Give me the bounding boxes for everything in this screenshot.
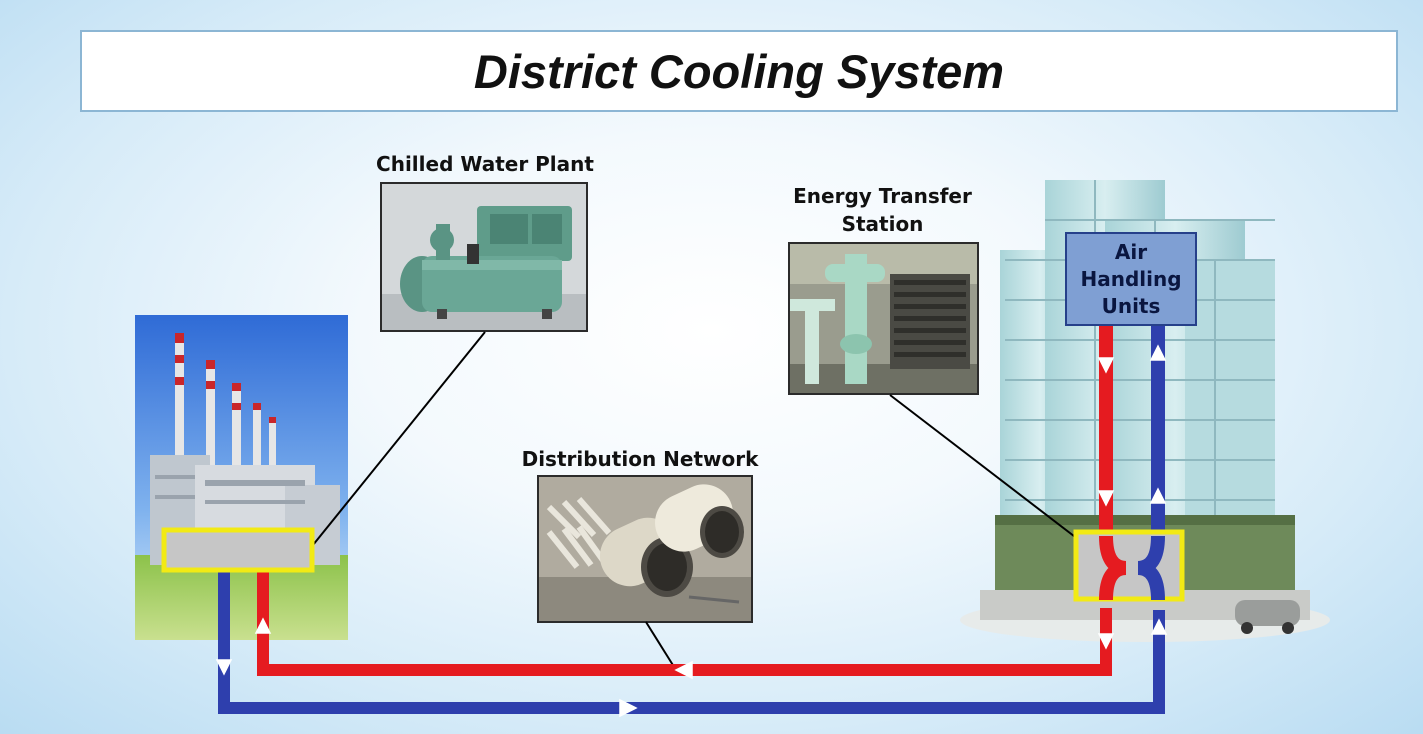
arrow-return-up-left bbox=[254, 617, 272, 634]
distribution-network-image bbox=[537, 475, 753, 623]
leader-line-energy-transfer-station bbox=[889, 394, 1084, 544]
title-box: District Cooling System bbox=[80, 30, 1398, 112]
arrow-return-left bbox=[674, 660, 693, 680]
arrow-supply-up-riser-mid bbox=[1149, 487, 1167, 504]
ahu-label-line1: Air bbox=[1114, 239, 1148, 264]
arrow-supply-right bbox=[619, 698, 638, 718]
energy-transfer-station-image bbox=[788, 242, 979, 395]
leader-line-distribution-network bbox=[645, 621, 677, 671]
energy-transfer-station-label: Energy Transfer Station bbox=[770, 182, 995, 238]
leader-line-chilled-water-plant bbox=[312, 331, 486, 546]
ahu-label-line3: Units bbox=[1101, 293, 1161, 318]
arrow-return-down-riser-top bbox=[1097, 357, 1115, 374]
supply-pipe-loop bbox=[218, 572, 1165, 714]
return-pipe-loop bbox=[257, 572, 1112, 676]
arrow-return-down-riser-mid bbox=[1097, 490, 1115, 507]
energy-transfer-station-label-line2: Station bbox=[841, 212, 924, 236]
distribution-network-label: Distribution Network bbox=[521, 447, 759, 471]
ets-connection-box bbox=[1073, 529, 1185, 602]
ets-return-bend bbox=[1099, 535, 1127, 601]
ets-supply-bend bbox=[1137, 535, 1165, 601]
air-handling-units-box: Air Handling Units bbox=[1065, 232, 1197, 326]
diagram-title: District Cooling System bbox=[473, 44, 1005, 98]
chilled-water-plant-label: Chilled Water Plant bbox=[376, 152, 594, 176]
arrow-supply-up-right bbox=[1150, 618, 1168, 635]
energy-transfer-station-label-line1: Energy Transfer bbox=[793, 184, 972, 208]
arrow-supply-up-riser-top bbox=[1149, 344, 1167, 361]
plant-connection-box bbox=[161, 527, 315, 573]
chiller-image bbox=[380, 182, 588, 332]
ahu-label-line2: Handling bbox=[1080, 266, 1182, 291]
arrow-supply-down-left bbox=[215, 659, 233, 676]
arrow-return-down-right-lower bbox=[1097, 633, 1115, 650]
